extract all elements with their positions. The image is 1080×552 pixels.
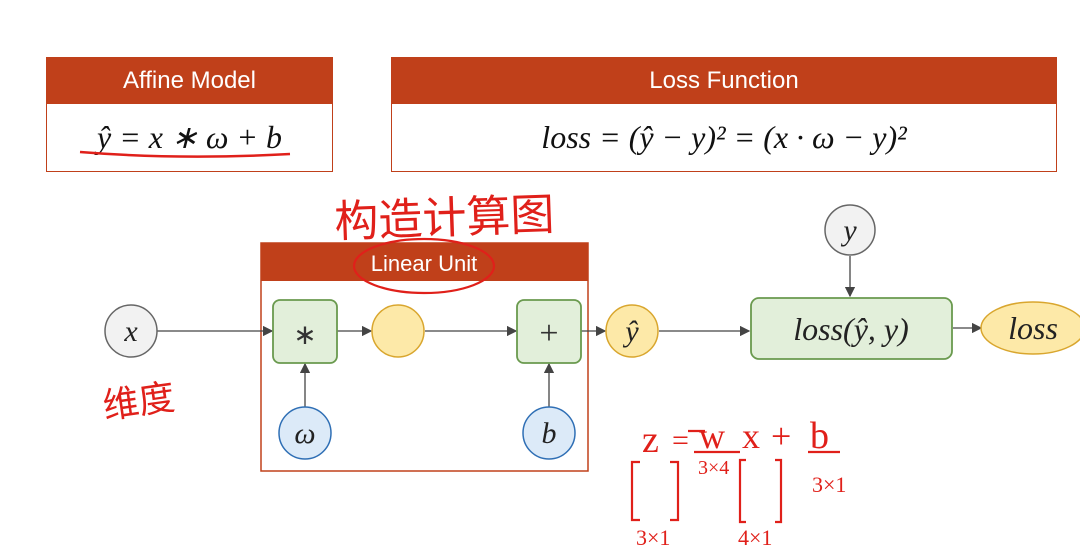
z-dim: 3×1	[636, 525, 670, 550]
affine-model-title: Affine Model	[47, 58, 332, 104]
handwritten-strokes	[630, 429, 840, 524]
formula-underline	[79, 150, 291, 158]
loss-function-formula: loss = (ŷ − y)² = (x · ω − y)²	[541, 119, 907, 155]
affine-model-formula: ŷ = x ∗ ω + b	[97, 119, 282, 155]
y-hat-node: ŷ	[605, 304, 659, 358]
dimension-note: 维度	[100, 377, 177, 428]
w-dim: 3×4	[698, 457, 729, 479]
bias-node: b	[522, 406, 576, 460]
z-bracket-right	[670, 460, 680, 522]
eq-z: z	[642, 419, 659, 461]
bias-label: b	[542, 417, 557, 450]
add-symbol: +	[539, 315, 558, 352]
weight-node: ω	[278, 406, 332, 460]
b-dim: 3×1	[812, 472, 846, 497]
multiply-symbol: ∗	[293, 320, 316, 351]
x-dim: 4×1	[738, 525, 772, 550]
intermediate-node	[371, 304, 425, 358]
add-node: +	[516, 299, 582, 364]
linear-unit-title: Linear Unit	[371, 251, 477, 276]
x-bracket-left	[738, 458, 746, 524]
eq-b: b	[810, 415, 829, 457]
eq-plus: +	[771, 416, 791, 456]
loss-node-label: loss(ŷ, y)	[793, 311, 909, 347]
affine-model-box: Affine Model ŷ = x ∗ ω + b	[46, 57, 333, 172]
x-bracket-right	[775, 458, 783, 524]
multiply-node: ∗	[272, 299, 338, 364]
eq-w: w	[699, 416, 725, 456]
loss-function-box: Loss Function loss = (ŷ − y)² = (x · ω −…	[391, 57, 1057, 172]
input-x-node: x	[104, 304, 158, 358]
eq-equals: =	[672, 424, 689, 457]
loss-node: loss(ŷ, y)	[750, 297, 953, 360]
dimension-note-text: 维度	[100, 377, 177, 428]
linear-unit-circle-mark	[352, 237, 496, 295]
y-hat-label: ŷ	[622, 315, 639, 348]
handwritten-equation: z = w x + b 3×4 3×1 3×1 4×1	[636, 415, 846, 550]
input-x-label: x	[123, 315, 138, 348]
loss-function-title: Loss Function	[392, 58, 1056, 104]
loss-output-node: loss	[980, 301, 1080, 355]
weight-label: ω	[294, 417, 315, 450]
z-bracket-left	[630, 460, 640, 522]
target-y-label: y	[840, 214, 857, 247]
eq-x: x	[742, 416, 760, 456]
loss-output-label: loss	[1008, 310, 1058, 346]
target-y-node: y	[824, 204, 876, 256]
handwritten-title: 构造计算图	[334, 189, 556, 248]
